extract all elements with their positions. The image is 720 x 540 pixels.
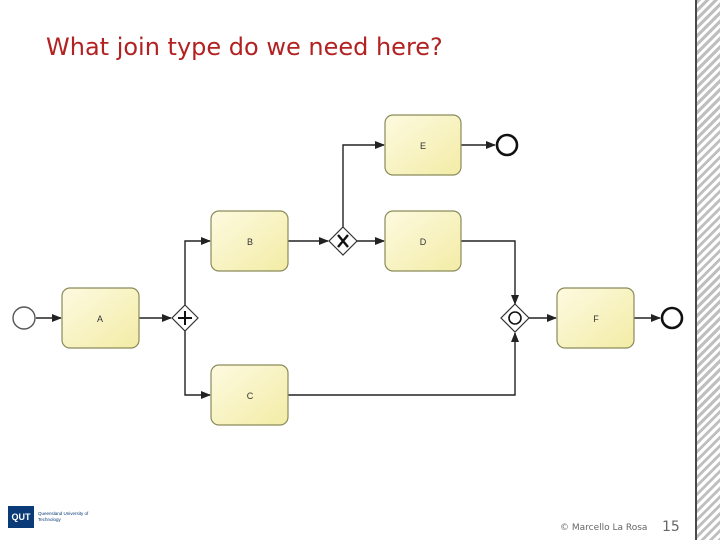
flow-d-join xyxy=(461,240,519,305)
flow-c-join xyxy=(288,332,519,396)
circle-icon xyxy=(508,311,522,325)
x-icon xyxy=(337,234,349,248)
task-a-label: A xyxy=(97,314,103,324)
task-b[interactable]: B xyxy=(210,210,289,272)
flow-xor-e xyxy=(342,141,385,227)
task-e[interactable]: E xyxy=(384,114,462,176)
sequence-flows xyxy=(36,141,661,399)
parallel-split-gateway[interactable] xyxy=(171,304,199,332)
task-d-label: D xyxy=(420,237,427,247)
task-a[interactable]: A xyxy=(61,287,140,349)
task-f-label: F xyxy=(593,314,599,324)
task-b-label: B xyxy=(247,237,253,247)
exclusive-split-gateway[interactable] xyxy=(328,226,358,256)
end-event-e[interactable] xyxy=(495,133,519,157)
logo-mark: QUT xyxy=(8,506,34,528)
edge-stripe-decoration xyxy=(697,0,720,540)
process-diagram: A B C D E F xyxy=(12,114,684,426)
page-number: 15 xyxy=(662,519,680,535)
edge-divider xyxy=(695,0,697,540)
task-e-label: E xyxy=(420,141,426,151)
task-c-label: C xyxy=(247,391,254,401)
end-event-f[interactable] xyxy=(660,306,684,330)
slide-title: What join type do we need here? xyxy=(46,33,443,61)
task-f[interactable]: F xyxy=(556,287,635,349)
university-logo: QUT Queensland University of Technology xyxy=(8,506,98,528)
logo-wordmark: Queensland University of Technology xyxy=(38,511,89,522)
plus-icon xyxy=(178,311,192,325)
start-event[interactable] xyxy=(12,306,36,330)
copyright-notice: © Marcello La Rosa xyxy=(560,523,648,533)
inclusive-join-gateway[interactable] xyxy=(500,303,530,333)
task-c[interactable]: C xyxy=(210,364,289,426)
task-d[interactable]: D xyxy=(384,210,462,272)
flow-and-c xyxy=(184,331,211,399)
flow-and-b xyxy=(184,237,211,305)
